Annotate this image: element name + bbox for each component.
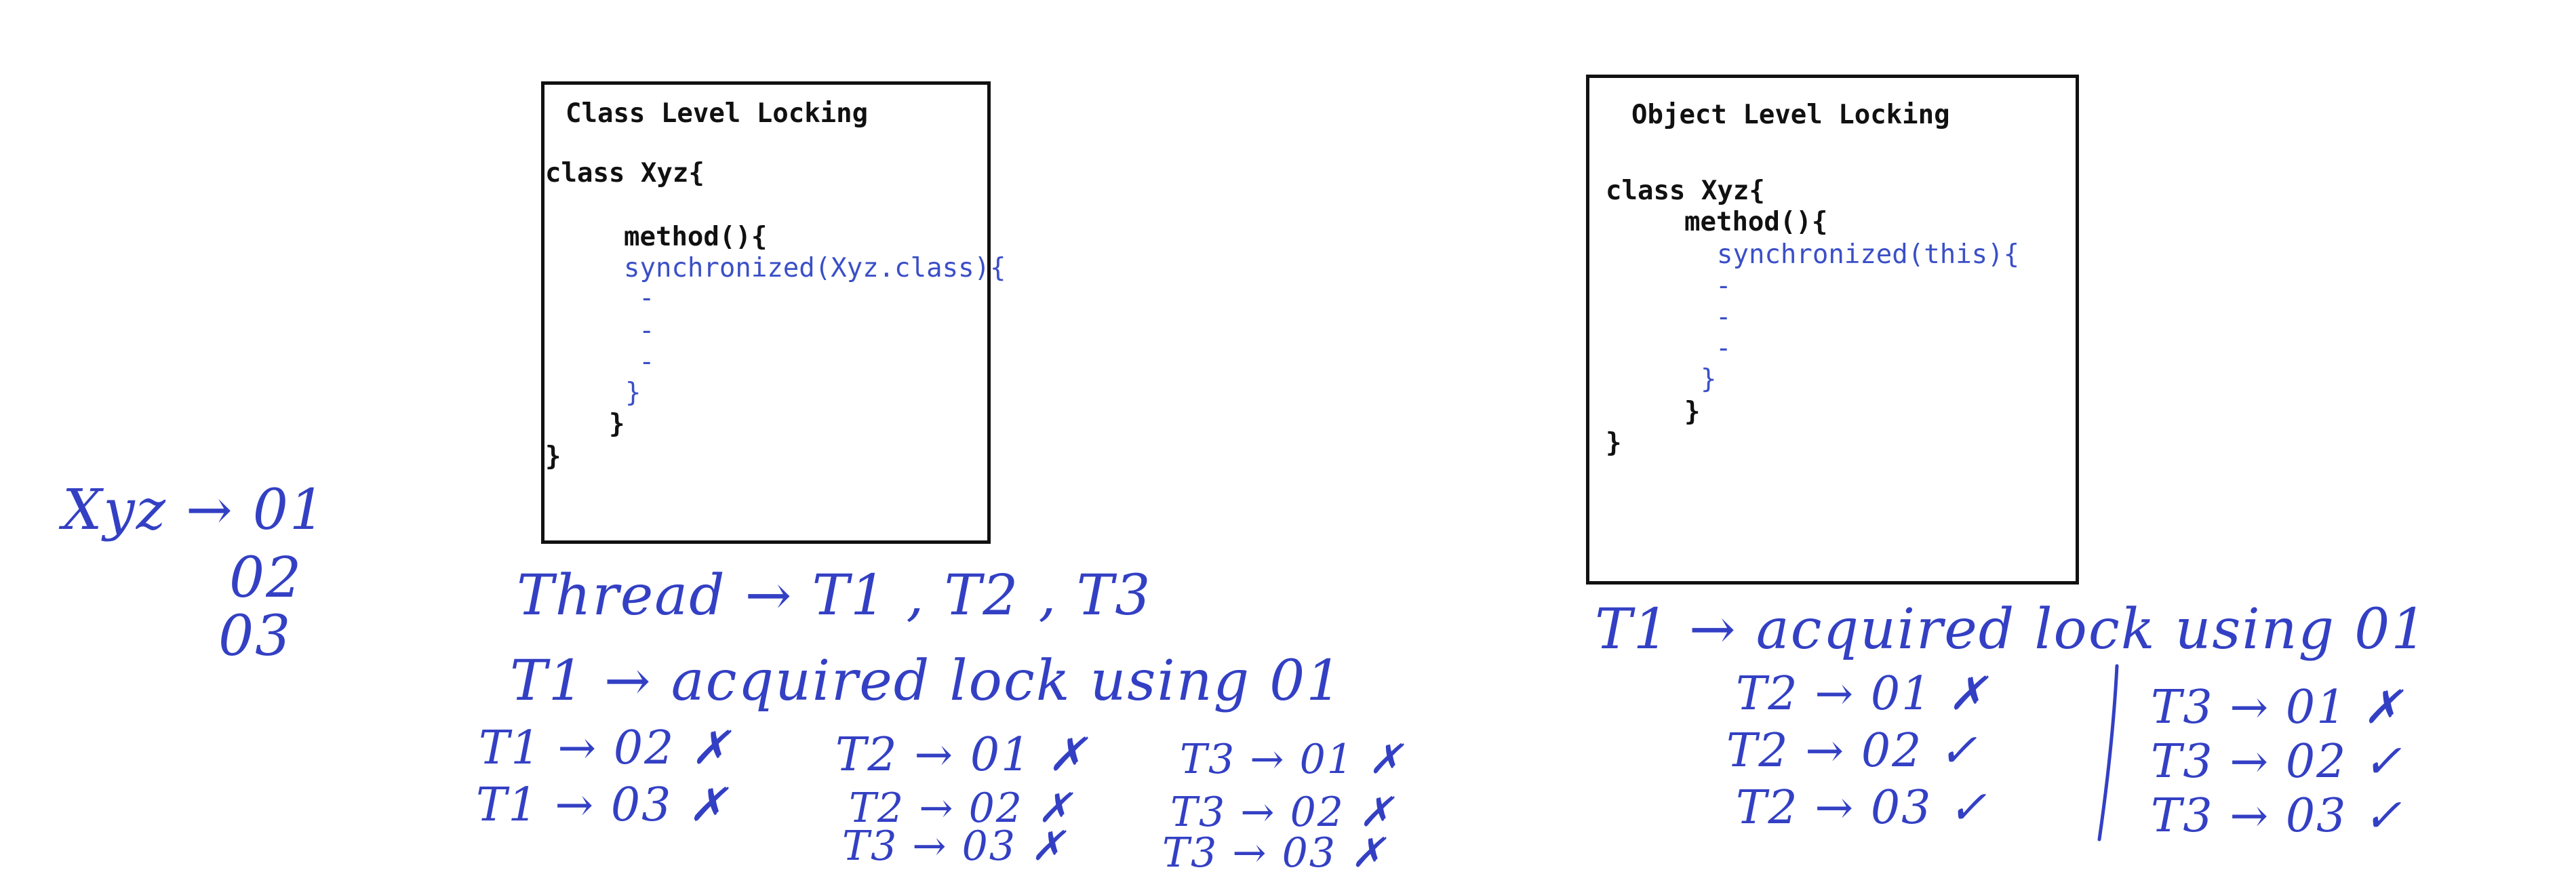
hw-threads: Thread → T1 , T2 , T3 [517, 563, 1152, 628]
object-code-line-7: } [1701, 364, 1717, 395]
hw-class-t3-o2: T3 → 02 ✗ [1170, 789, 1395, 836]
object-code-line-5: - [1716, 302, 1732, 332]
object-box-title: Object Level Locking [1631, 100, 1950, 130]
class-code-line-7: } [625, 378, 641, 408]
hw-class-t2-o1: T2 → 01 ✗ [835, 728, 1088, 782]
hw-object-t3-o2: T3 → 02 ✓ [2151, 735, 2403, 789]
object-code-line-4: - [1716, 271, 1732, 301]
class-code-line-3: synchronized(Xyz.class){ [624, 253, 1006, 283]
hw-class-t1-acquired: T1 → acquired lock using 01 [510, 649, 1343, 713]
class-code-line-4: - [639, 283, 655, 313]
hw-class-t3-o3b: T3 → 03 ✗ [1162, 829, 1387, 877]
hw-object-03: 03 [218, 604, 292, 669]
object-code-line-1: class Xyz{ [1606, 176, 1765, 206]
hw-object-t3-o3: T3 → 03 ✓ [2151, 789, 2403, 843]
hw-object-02: 02 [229, 546, 303, 610]
hw-class-t2-o2: T2 → 02 ✗ [849, 785, 1073, 832]
object-code-line-2: method(){ [1684, 207, 1828, 237]
object-level-locking-box [1586, 75, 2079, 585]
object-code-line-6: - [1716, 333, 1732, 363]
class-code-line-2: method(){ [624, 222, 768, 252]
hw-object-t1-acquired: T1 → acquired lock using 01 [1595, 597, 2428, 662]
hw-class-t1-o2: T1 → 02 ✗ [479, 721, 731, 775]
hw-object-t3-o1: T3 → 01 ✗ [2151, 681, 2403, 734]
hw-xyz-objects: Xyz → 01 [62, 478, 327, 542]
class-code-line-9: } [545, 441, 561, 472]
class-code-line-8: } [609, 409, 625, 439]
object-code-line-9: } [1606, 428, 1622, 458]
hw-object-t2-o1: T2 → 01 ✗ [1736, 667, 1988, 721]
object-code-line-3: synchronized(this){ [1717, 239, 2020, 270]
class-code-line-1: class Xyz{ [545, 158, 705, 189]
object-code-line-8: } [1684, 397, 1701, 427]
hw-class-t1-o3: T1 → 03 ✗ [476, 778, 728, 832]
hw-class-t3-o1: T3 → 01 ✗ [1180, 736, 1404, 783]
class-code-line-6: - [639, 346, 655, 377]
hw-object-t2-o3: T2 → 03 ✓ [1736, 781, 1988, 835]
class-level-locking-box [541, 81, 991, 544]
class-code-line-5: - [639, 315, 655, 346]
vertical-divider-stroke [2097, 664, 2119, 842]
class-box-title: Class Level Locking [566, 98, 869, 129]
hw-class-t3-o3: T3 → 03 ✗ [842, 823, 1067, 870]
hw-object-t2-o2: T2 → 02 ✓ [1726, 724, 1979, 778]
